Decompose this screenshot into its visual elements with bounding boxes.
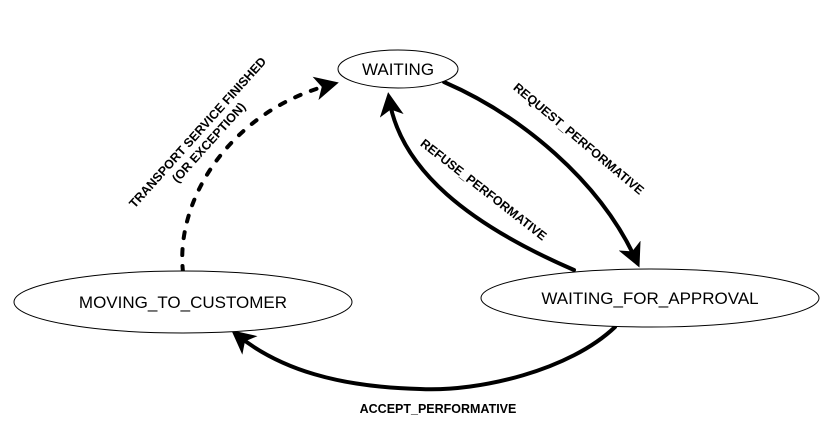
- state-waiting-label: WAITING: [362, 60, 434, 79]
- refuse-performative-label: REFUSE_PERFORMATIVE: [418, 136, 550, 243]
- state-waiting: WAITING: [337, 49, 459, 89]
- state-moving-to-customer: MOVING_TO_CUSTOMER: [13, 270, 353, 334]
- state-waiting-for-approval-label: WAITING_FOR_APPROVAL: [541, 289, 758, 308]
- accept-performative-arrow: [231, 325, 617, 392]
- request-performative-label: REQUEST_PERFORMATIVE: [511, 80, 647, 197]
- state-waiting-for-approval: WAITING_FOR_APPROVAL: [480, 268, 820, 328]
- accept-performative-label: ACCEPT_PERFORMATIVE: [360, 402, 517, 416]
- state-waiting-shape: [337, 49, 459, 89]
- refuse-performative-arrow: [379, 92, 576, 272]
- transport-finished-arrow: [180, 76, 339, 274]
- state-moving-to-customer-label: MOVING_TO_CUSTOMER: [79, 293, 287, 312]
- transport-finished-label: TRANSPORT SERVICE FINISHED (OR EXCEPTION…: [126, 54, 269, 210]
- state-waiting-for-approval-shape: [480, 268, 820, 328]
- state-moving-to-customer-shape: [13, 270, 353, 334]
- request-performative-arrow: [442, 80, 641, 268]
